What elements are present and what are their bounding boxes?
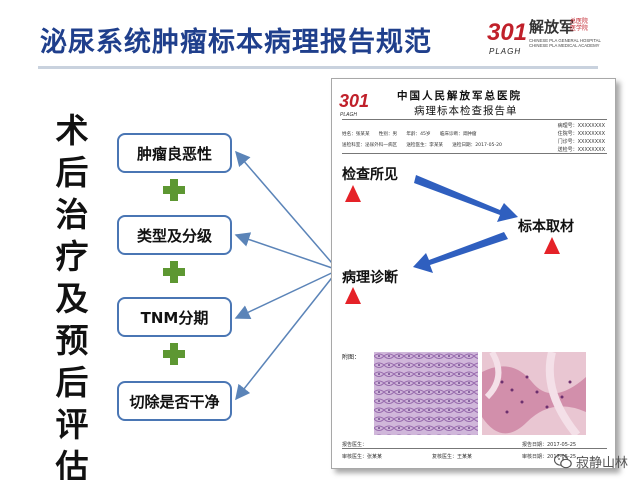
- report-title: 病理标本检查报告单: [414, 105, 518, 117]
- wechat-icon: [553, 454, 572, 469]
- warning-triangle-icon: [345, 185, 361, 202]
- connector-arrow: [235, 150, 339, 271]
- logo-en-line2: CHINESE PLA MEDICAL ACADEMY: [529, 43, 600, 48]
- exam-findings-label: 检查所见: [342, 167, 398, 183]
- connector-arrow: [234, 232, 339, 271]
- report-flow-arrows: [413, 175, 518, 273]
- item-box-resection-margin: 切除是否干净: [117, 381, 232, 421]
- header-divider: [38, 66, 598, 69]
- svg-text:301: 301: [339, 91, 369, 111]
- micrograph-image: [374, 352, 478, 435]
- connector-arrow: [235, 269, 339, 401]
- pathology-diagnosis-label: 病理诊断: [342, 270, 398, 286]
- vertical-title-char: 疗: [55, 237, 89, 276]
- plus-icon: [163, 179, 185, 201]
- report-meta: 病理号：XXXXXXXX: [557, 123, 605, 129]
- report-rule: [342, 119, 607, 120]
- page-title: 泌尿系统肿瘤标本病理报告规范: [40, 27, 432, 58]
- micrograph-image: [482, 352, 586, 435]
- specimen-sampling-label: 标本取材: [518, 219, 574, 235]
- report-meta: 门诊号：XXXXXXXX: [557, 139, 605, 145]
- pathology-report-image: 301 PLAGH 中国人民解放军总医院 病理标本检查报告单 病理号：XXXXX…: [331, 78, 616, 469]
- flow-arrow: [413, 232, 508, 273]
- plus-icon: [163, 343, 185, 365]
- report-logo-icon: 301: [339, 91, 369, 111]
- plus-icon: [163, 261, 185, 283]
- watermark-text: 寂静山林: [575, 456, 628, 471]
- attached-images-label: 附图：: [342, 354, 361, 361]
- item-box-type-grade: 类型及分级: [117, 215, 232, 255]
- warning-triangle-icon: [544, 237, 560, 254]
- report-logo-sub: PLAGH: [340, 112, 357, 118]
- report-info-row: 送检科室：泌尿外科一病区 送检医生：李某某 送检日期：2017-05-20: [342, 143, 502, 148]
- report-meta: 住院号：XXXXXXXX: [557, 131, 605, 137]
- vertical-title-char: 术: [55, 111, 89, 150]
- logo-tag-line2: 医学院: [570, 25, 589, 32]
- report-info-row: 姓名：张某某 性别：男 年龄：45岁 临床诊断：肾肿瘤: [342, 132, 477, 137]
- vertical-title-char: 后: [55, 153, 89, 192]
- logo-en-line1: CHINESE PLA GENERAL HOSPITAL: [529, 38, 601, 43]
- vertical-title-char: 估: [55, 447, 89, 480]
- svg-text:301: 301: [487, 19, 527, 44]
- logo-tag: 总医院 医学院: [570, 18, 632, 32]
- logo-sub: PLAGH: [489, 47, 522, 56]
- report-footer-text: 复核医生：王某某: [432, 454, 473, 460]
- report-footer-text: 报告医生：: [342, 442, 368, 448]
- item-box-malignancy: 肿瘤良恶性: [117, 133, 232, 173]
- logo-tag-line1: 总医院: [570, 18, 589, 25]
- vertical-title: 术 后 治 疗 及 预 后 评 估: [52, 110, 92, 480]
- vertical-title-char: 预: [55, 321, 89, 360]
- vertical-title-char: 治: [55, 195, 89, 234]
- logo-cn-name: 解放军: [529, 18, 575, 36]
- vertical-title-char: 评: [55, 405, 89, 444]
- vertical-title-char: 及: [55, 279, 89, 318]
- warning-triangle-icon: [345, 287, 361, 304]
- hospital-logo: 301 PLAGH 解放军 总医院 医学院 CHINESE PLA GENERA…: [487, 16, 633, 60]
- item-box-tnm-stage: TNM分期: [117, 297, 232, 337]
- flow-arrow: [414, 175, 518, 222]
- report-meta: 送检号：XXXXXXXX: [557, 147, 605, 153]
- watermark: 寂静山林: [553, 452, 628, 471]
- logo-301-icon: 301: [487, 18, 527, 44]
- vertical-title-char: 后: [55, 363, 89, 402]
- report-footer-text: 审核日期：2017-05-25: [522, 454, 577, 460]
- report-rule: [342, 153, 607, 154]
- report-org: 中国人民解放军总医院: [397, 90, 522, 102]
- logo-en: CHINESE PLA GENERAL HOSPITAL CHINESE PLA…: [529, 38, 633, 48]
- report-footer-text: 报告日期：2017-05-25: [522, 442, 577, 448]
- connector-arrow: [234, 269, 339, 320]
- report-rule: [342, 448, 607, 449]
- report-footer-text: 审核医生：张某某: [342, 454, 383, 460]
